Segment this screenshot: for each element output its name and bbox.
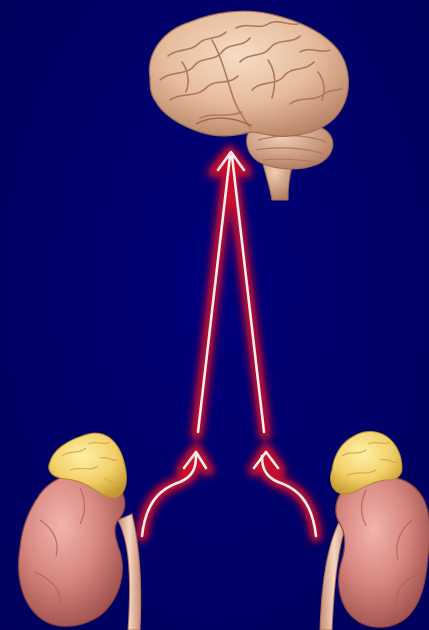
kidney-right [320, 477, 429, 630]
arrow-left-adrenal-to-brain [142, 156, 230, 536]
signal-glow [142, 152, 316, 536]
kidney-left [19, 471, 141, 630]
arrow-right-adrenal-to-brain [232, 156, 316, 536]
